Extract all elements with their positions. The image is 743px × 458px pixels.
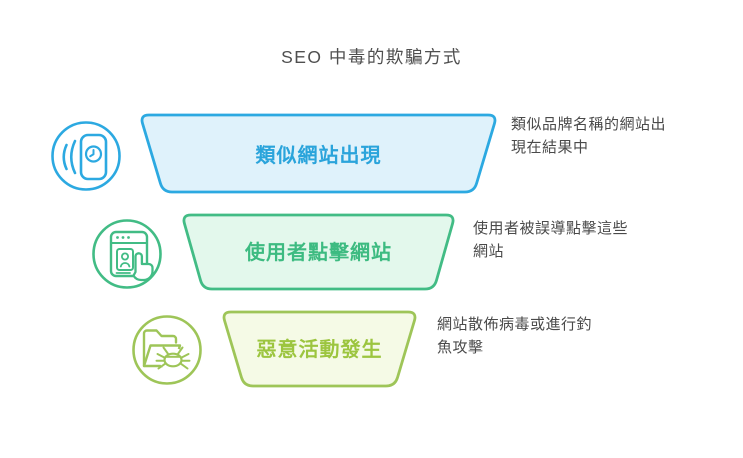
funnel-stage-3-description: 網站散佈病毒或進行釣魚攻擊 xyxy=(437,316,593,356)
funnel-stage-1-label: 類似網站出現 xyxy=(255,145,382,167)
funnel-stage-1-shape xyxy=(140,113,497,194)
folder-bug-icon xyxy=(132,315,202,385)
funnel-stage-2-description: 使用者被誤導點擊這些網站 xyxy=(473,220,629,260)
similar-sites-clock-icon xyxy=(51,121,121,191)
funnel-stage-3-label: 惡意活動發生 xyxy=(256,339,383,361)
funnel-stage-2-label: 使用者點擊網站 xyxy=(245,242,392,264)
page-title: SEO 中毒的欺騙方式 xyxy=(281,47,462,67)
funnel-stage-2-shape xyxy=(182,213,455,291)
browser-click-hand-icon xyxy=(92,219,162,289)
funnel-stage-1-description: 類似品牌名稱的網站出現在結果中 xyxy=(511,116,667,156)
funnel-stage-3-shape xyxy=(222,310,417,388)
